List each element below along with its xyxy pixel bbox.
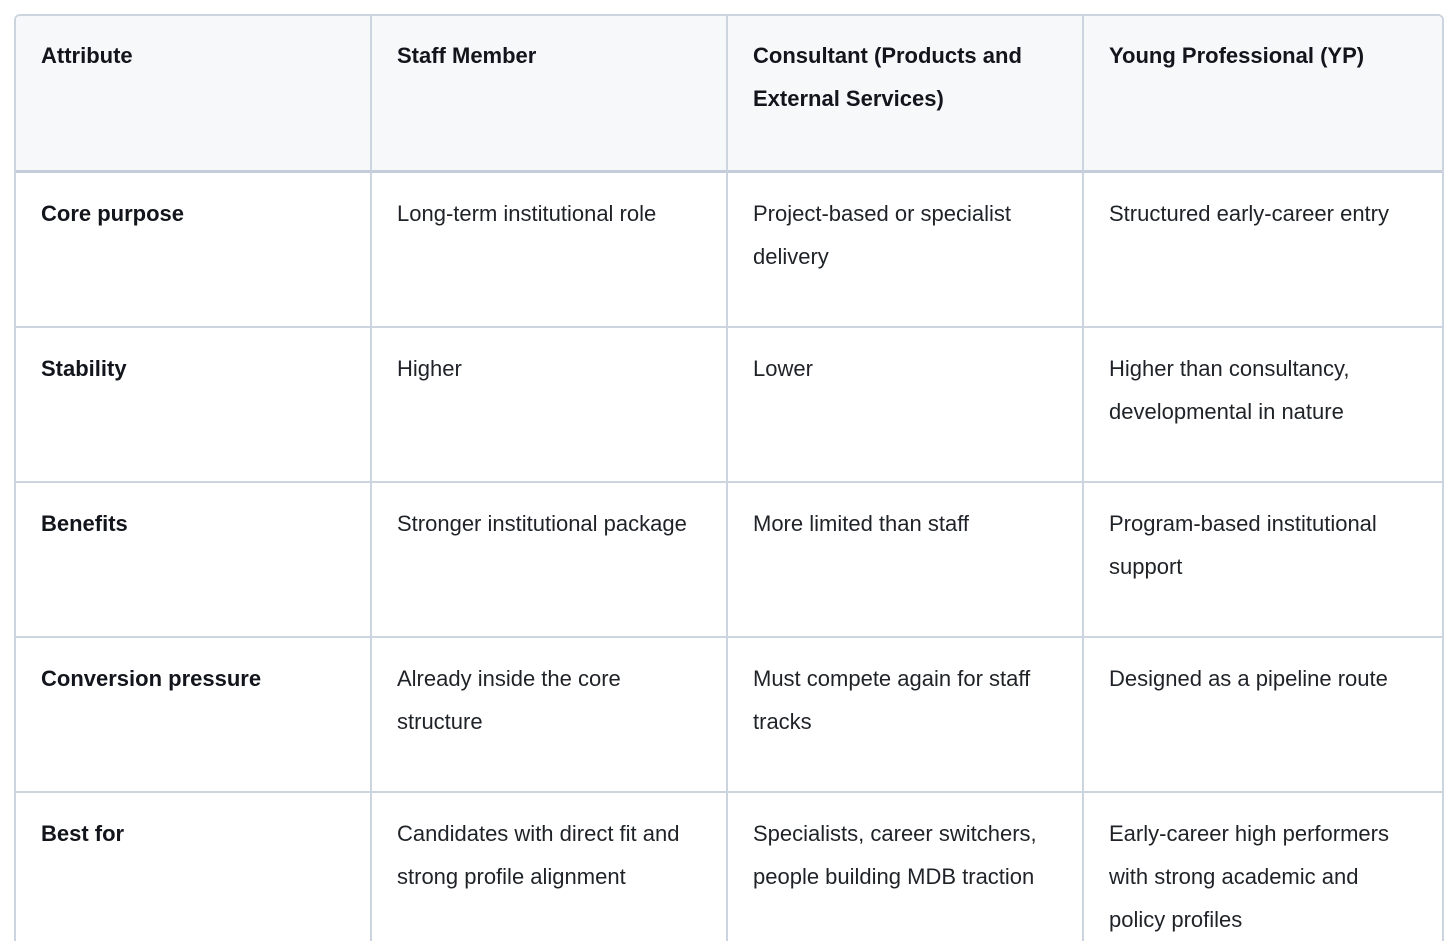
- cell-consultant-core-purpose: Project-based or specialist delivery: [728, 173, 1084, 328]
- row-attribute-benefits: Benefits: [16, 483, 372, 638]
- cell-consultant-benefits: More limited than staff: [728, 483, 1084, 638]
- cell-consultant-stability: Lower: [728, 328, 1084, 483]
- row-attribute-best-for: Best for: [16, 793, 372, 941]
- cell-consultant: More limited than staff: [753, 511, 970, 536]
- cell-staff-benefits: Stronger institutional package: [372, 483, 728, 638]
- comparison-table: Attribute Staff Member Consultant (Produ…: [14, 14, 1444, 941]
- cell-attribute: Benefits: [41, 511, 128, 536]
- cell-staff-conversion-pressure: Already inside the core structure: [372, 638, 728, 793]
- table-row: Stability Higher Lower Higher than consu…: [16, 328, 1442, 483]
- cell-yp: Structured early-career entry: [1109, 201, 1389, 226]
- table-row: Conversion pressure Already inside the c…: [16, 638, 1442, 793]
- cell-yp-best-for: Early-career high performers with strong…: [1084, 793, 1442, 941]
- column-header-young-professional-label: Young Professional (YP): [1109, 43, 1365, 68]
- cell-attribute: Conversion pressure: [41, 666, 262, 691]
- cell-yp-core-purpose: Structured early-career entry: [1084, 173, 1442, 328]
- column-header-consultant: Consultant (Products and External Servic…: [728, 16, 1084, 173]
- table-header-row: Attribute Staff Member Consultant (Produ…: [16, 16, 1442, 173]
- row-attribute-conversion-pressure: Conversion pressure: [16, 638, 372, 793]
- column-header-consultant-label: Consultant (Products and External Servic…: [753, 43, 1022, 111]
- table-row: Core purpose Long-term institutional rol…: [16, 173, 1442, 328]
- cell-consultant: Must compete again for staff tracks: [753, 666, 1031, 734]
- cell-consultant-best-for: Specialists, career switchers, people bu…: [728, 793, 1084, 941]
- cell-staff-stability: Higher: [372, 328, 728, 483]
- table-header: Attribute Staff Member Consultant (Produ…: [16, 16, 1442, 173]
- row-attribute-core-purpose: Core purpose: [16, 173, 372, 328]
- cell-yp: Early-career high performers with strong…: [1109, 821, 1389, 932]
- cell-yp-conversion-pressure: Designed as a pipeline route: [1084, 638, 1442, 793]
- cell-staff: Candidates with direct fit and strong pr…: [397, 821, 680, 889]
- cell-staff-core-purpose: Long-term institutional role: [372, 173, 728, 328]
- column-header-attribute: Attribute: [16, 16, 372, 173]
- row-attribute-stability: Stability: [16, 328, 372, 483]
- cell-consultant: Lower: [753, 356, 813, 381]
- cell-staff: Higher: [397, 356, 462, 381]
- cell-yp: Higher than consultancy, developmental i…: [1109, 356, 1350, 424]
- cell-staff: Stronger institutional package: [397, 511, 687, 536]
- table-body: Core purpose Long-term institutional rol…: [16, 173, 1442, 941]
- cell-attribute: Stability: [41, 356, 127, 381]
- column-header-staff-member-label: Staff Member: [397, 43, 537, 68]
- column-header-attribute-label: Attribute: [41, 43, 133, 68]
- table-row: Best for Candidates with direct fit and …: [16, 793, 1442, 941]
- cell-staff: Long-term institutional role: [397, 201, 657, 226]
- cell-yp: Program-based institutional support: [1109, 511, 1377, 579]
- cell-staff-best-for: Candidates with direct fit and strong pr…: [372, 793, 728, 941]
- cell-consultant-conversion-pressure: Must compete again for staff tracks: [728, 638, 1084, 793]
- table-row: Benefits Stronger institutional package …: [16, 483, 1442, 638]
- cell-yp: Designed as a pipeline route: [1109, 666, 1388, 691]
- cell-yp-stability: Higher than consultancy, developmental i…: [1084, 328, 1442, 483]
- cell-attribute: Core purpose: [41, 201, 185, 226]
- cell-consultant: Specialists, career switchers, people bu…: [753, 821, 1037, 889]
- cell-consultant: Project-based or specialist delivery: [753, 201, 1012, 269]
- column-header-staff-member: Staff Member: [372, 16, 728, 173]
- column-header-young-professional: Young Professional (YP): [1084, 16, 1442, 173]
- cell-yp-benefits: Program-based institutional support: [1084, 483, 1442, 638]
- cell-attribute: Best for: [41, 821, 125, 846]
- cell-staff: Already inside the core structure: [397, 666, 621, 734]
